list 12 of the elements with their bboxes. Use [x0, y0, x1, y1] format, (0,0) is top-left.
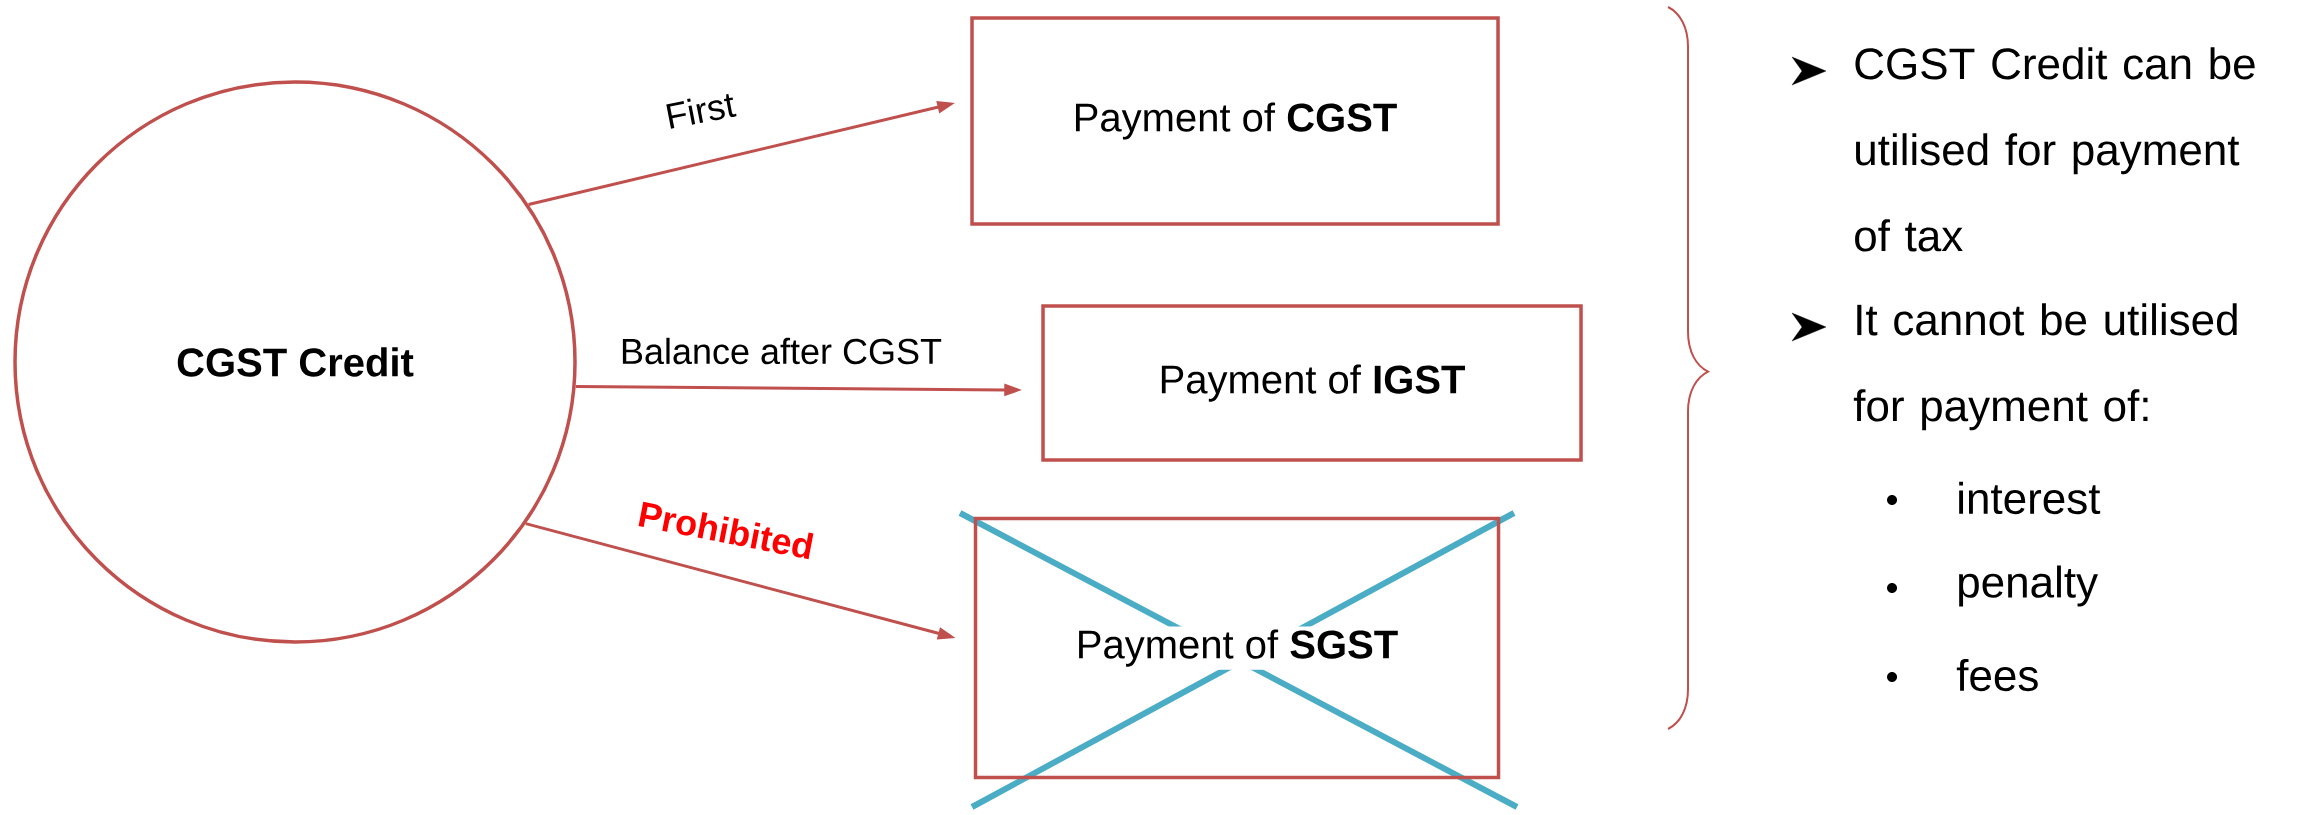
payment-box: Payment of CGST	[970, 16, 1500, 226]
payment-box: Payment of IGST	[1041, 304, 1583, 462]
bullet-text: It cannot be utilised for payment of:	[1853, 303, 2237, 431]
circle-node: CGST Credit	[13, 80, 577, 644]
payment-box: Payment of SGST	[973, 516, 1501, 780]
edge-label: Balance after CGST	[622, 337, 942, 365]
bullet-text: CGST Credit can be utilised for payment of tax	[1855, 47, 2255, 252]
edge-label: First	[666, 93, 737, 129]
bullet-text: penalty	[1959, 565, 2098, 607]
edge-label: Prohibited	[638, 501, 814, 560]
bullet-text: interest	[1959, 481, 2101, 515]
bullet-text: fees	[1956, 658, 2038, 692]
